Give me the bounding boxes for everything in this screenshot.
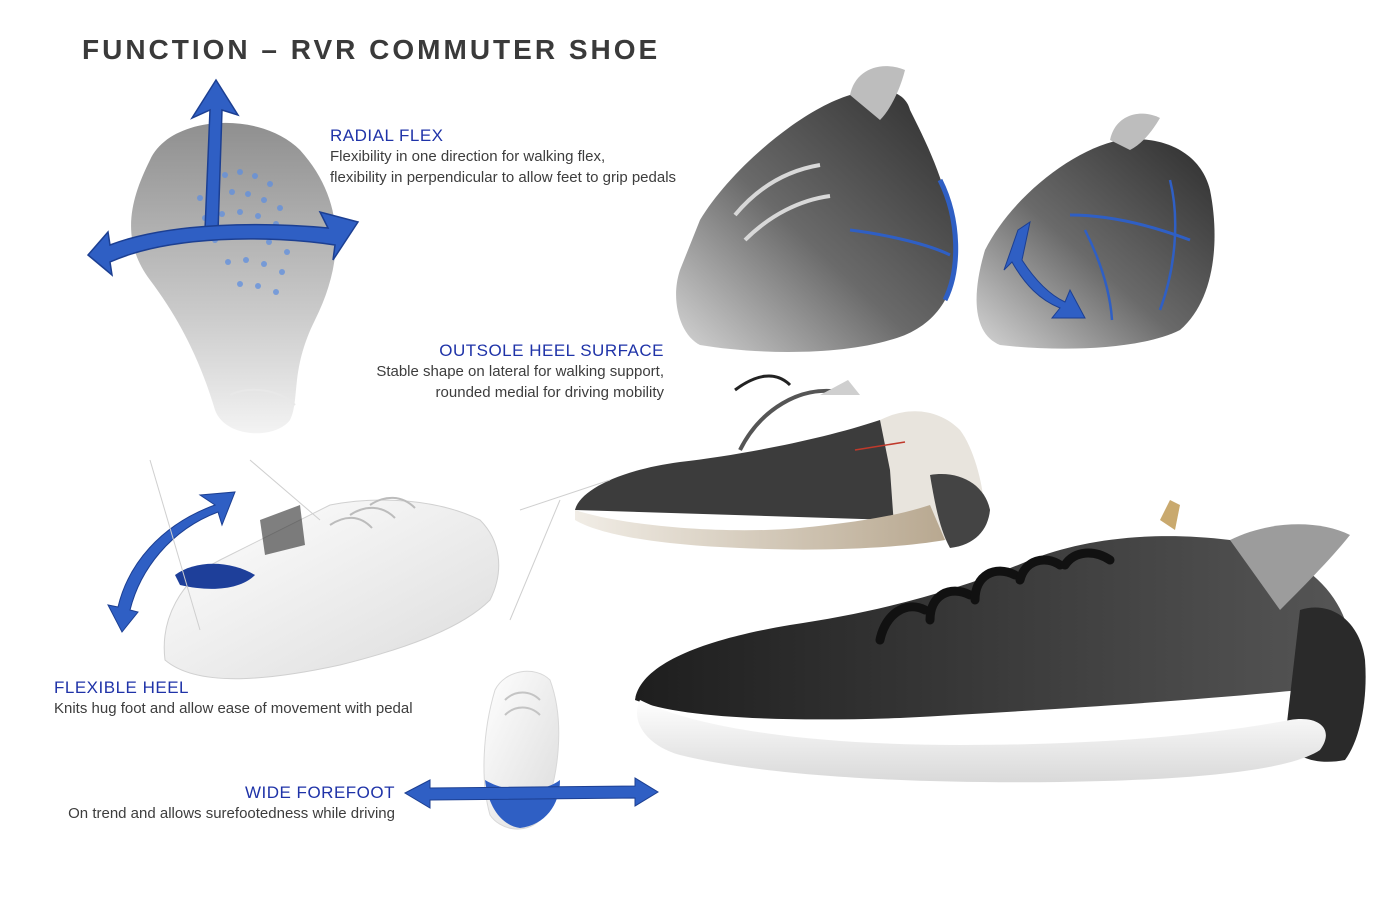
feature-wide-forefoot: WIDE FOREFOOT On trend and allows surefo… xyxy=(68,783,395,824)
feature-radial-flex: RADIAL FLEX Flexibility in one direction… xyxy=(330,126,676,188)
feature-description-line: flexibility in perpendicular to allow fe… xyxy=(330,169,677,186)
feature-heading: FLEXIBLE HEEL xyxy=(54,678,190,697)
feature-heading: WIDE FOREFOOT xyxy=(244,783,395,802)
page-title: FUNCTION – RVR COMMUTER SHOE xyxy=(82,34,661,65)
feature-description-line: Stable shape on lateral for walking supp… xyxy=(376,363,664,380)
feature-description-line: rounded medial for driving mobility xyxy=(435,384,664,401)
shoe-front-view xyxy=(483,670,560,830)
feature-outsole-heel-surface: OUTSOLE HEEL SURFACE Stable shape on lat… xyxy=(376,341,664,403)
shoe-side-view-small xyxy=(575,374,990,550)
curved-double-arrow-icon xyxy=(107,491,236,633)
feature-description-line: Knits hug foot and allow ease of movemen… xyxy=(54,700,413,717)
feature-heading: OUTSOLE HEEL SURFACE xyxy=(439,341,664,360)
feature-description-line: Flexibility in one direction for walking… xyxy=(330,148,606,165)
construction-lines xyxy=(149,459,611,631)
horizontal-double-arrow-icon xyxy=(403,777,659,809)
feature-heading: RADIAL FLEX xyxy=(330,126,444,145)
shoe-heel-view xyxy=(163,496,500,680)
four-way-arrow-icon xyxy=(86,78,360,277)
feature-description-line: On trend and allows surefootedness while… xyxy=(68,805,395,822)
outsole-view-left xyxy=(676,66,959,352)
laces xyxy=(875,548,1115,645)
feature-flexible-heel: FLEXIBLE HEEL Knits hug foot and allow e… xyxy=(54,678,413,719)
diagonal-double-arrow-icon xyxy=(1003,220,1086,319)
insole-illustration xyxy=(131,122,336,434)
outsole-view-right xyxy=(976,113,1215,349)
shoe-side-view-large xyxy=(635,500,1366,783)
